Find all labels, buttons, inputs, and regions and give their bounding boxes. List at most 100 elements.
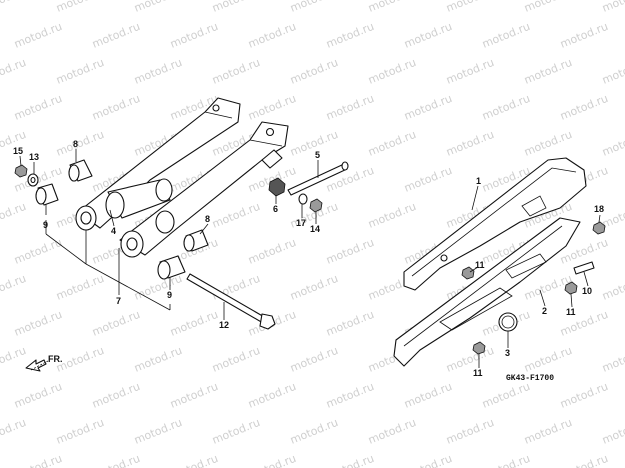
watermark-text: motod.ru: [246, 92, 298, 123]
watermark-text: motod.ru: [324, 20, 376, 51]
watermark-text: motod.ru: [90, 380, 142, 411]
callout-17: 17: [296, 218, 306, 228]
watermark-text: motod.ru: [90, 308, 142, 339]
watermark-text: motod.ru: [558, 92, 610, 123]
callout-9-lower: 9: [167, 290, 172, 300]
watermark-text: motod.ru: [210, 416, 262, 447]
watermark-text: motod.ru: [288, 0, 340, 15]
watermark-text: motod.ru: [288, 272, 340, 303]
watermark-text: motod.ru: [246, 236, 298, 267]
nut-14: [309, 198, 323, 213]
watermark-text: motod.ru: [12, 20, 64, 51]
watermark-text: motod.ru: [132, 272, 184, 303]
callout-4: 4: [111, 226, 116, 236]
watermark-text: motod.ru: [54, 128, 106, 159]
watermark-text: motod.ru: [522, 344, 574, 375]
bushing-8-lower: [183, 229, 209, 252]
watermark-text: motod.ru: [12, 92, 64, 123]
washer-17: [298, 193, 308, 205]
watermark-text: motod.ru: [0, 416, 28, 447]
watermark-text: motod.ru: [402, 92, 454, 123]
callout-14: 14: [310, 224, 320, 234]
watermark-text: motod.ru: [600, 272, 625, 303]
bolt-18: [592, 221, 606, 235]
front-arrow-icon: [25, 359, 47, 372]
watermark-text: motod.ru: [444, 0, 496, 15]
watermark-text: motod.ru: [12, 308, 64, 339]
watermark-text: motod.ru: [366, 0, 418, 15]
watermark-text: motod.ru: [402, 452, 454, 468]
watermark-text: motod.ru: [0, 200, 28, 231]
watermark-text: motod.ru: [366, 56, 418, 87]
callout-13: 13: [29, 152, 39, 162]
watermark-text: motod.ru: [168, 308, 220, 339]
watermark-text: motod.ru: [324, 308, 376, 339]
watermark-text: motod.ru: [480, 92, 532, 123]
callout-7: 7: [116, 296, 121, 306]
watermark-text: motod.ru: [600, 416, 625, 447]
watermark-text: motod.ru: [444, 56, 496, 87]
watermark-text: motod.ru: [210, 56, 262, 87]
leader-lines: [19, 149, 601, 368]
watermark-text: motod.ru: [210, 200, 262, 231]
watermark-text: motod.ru: [366, 128, 418, 159]
front-label: FR.: [48, 354, 63, 364]
bushing-9-upper: [35, 183, 59, 206]
watermark-text: motod.ru: [366, 416, 418, 447]
bolt-11-b: [564, 281, 578, 295]
callout-18: 18: [594, 204, 604, 214]
callout-11-b: 11: [566, 307, 576, 317]
watermark-text: motod.ru: [522, 416, 574, 447]
bolt-11-a: [461, 266, 475, 280]
watermark-text: motod.ru: [132, 416, 184, 447]
watermark-text: motod.ru: [324, 92, 376, 123]
watermark-text: motod.ru: [600, 128, 625, 159]
watermark-text: motod.ru: [132, 56, 184, 87]
watermark-text: motod.ru: [288, 416, 340, 447]
nut-15: [14, 164, 28, 178]
watermark-text: motod.ru: [600, 0, 625, 15]
swingarm: [75, 97, 289, 258]
watermark-text: motod.ru: [246, 380, 298, 411]
chain-case-upper-1: [403, 157, 587, 291]
callout-9-upper: 9: [43, 220, 48, 230]
watermark-text: motod.ru: [210, 344, 262, 375]
diagram-code: GK43-F1700: [506, 374, 554, 383]
nut-6: [268, 177, 286, 197]
callout-15: 15: [13, 146, 23, 156]
callout-11-a: 11: [475, 260, 485, 270]
watermark-text: motod.ru: [54, 0, 106, 15]
watermark-text: motod.ru: [480, 452, 532, 468]
callout-11-c: 11: [473, 368, 483, 378]
cap-3: [498, 312, 518, 332]
watermark-text: motod.ru: [522, 56, 574, 87]
callout-3: 3: [505, 348, 510, 358]
watermark-text: motod.ru: [444, 416, 496, 447]
callout-8-upper: 8: [73, 139, 78, 149]
watermark-text: motod.ru: [600, 344, 625, 375]
watermark-text: motod.ru: [0, 56, 28, 87]
watermark-text: motod.ru: [444, 128, 496, 159]
callout-labels: 1 2 3 4 5 6 7 8 8 9 9 10 11 11 11 12 13 …: [13, 139, 604, 378]
watermark-text: motod.ru: [90, 20, 142, 51]
watermark-text: motod.ru: [558, 380, 610, 411]
watermark-text: motod.ru: [54, 416, 106, 447]
bushing-9-lower: [157, 255, 186, 280]
watermark-text: motod.ru: [324, 452, 376, 468]
watermark-text: motod.ru: [402, 20, 454, 51]
watermark-text: motod.ru: [366, 200, 418, 231]
bolt-11-c: [472, 341, 486, 355]
watermark-text: motod.ru: [558, 20, 610, 51]
watermark-text: motod.ru: [288, 344, 340, 375]
pivot-bolt-12: [186, 273, 276, 330]
watermark-text: motod.ru: [324, 380, 376, 411]
front-direction-indicator: FR.: [25, 354, 63, 372]
watermark-text: motod.ru: [288, 56, 340, 87]
washer-13: [27, 173, 39, 187]
watermark-text: motod.ru: [600, 56, 625, 87]
watermark-text: motod.ru: [444, 344, 496, 375]
rubber-10: [573, 261, 595, 275]
watermark-text: motod.ru: [0, 0, 28, 15]
